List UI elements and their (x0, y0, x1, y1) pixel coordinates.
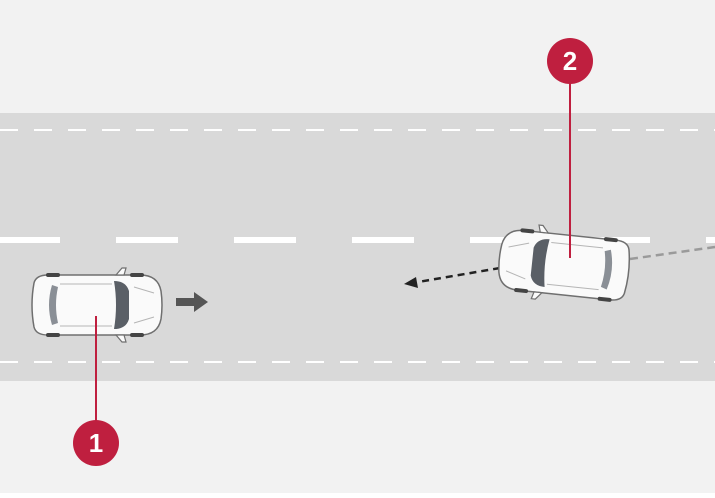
oncoming-vehicle-trail (629, 245, 715, 261)
callout-1: 1 (73, 316, 119, 466)
callout-2-label: 2 (563, 46, 577, 76)
callout-1-label: 1 (89, 428, 103, 458)
callout-1-badge (73, 420, 119, 466)
arrow-right-icon (176, 292, 208, 312)
callout-2: 2 (547, 38, 593, 258)
callout-2-badge (547, 38, 593, 84)
dashed-arrow-left-icon (404, 266, 501, 288)
